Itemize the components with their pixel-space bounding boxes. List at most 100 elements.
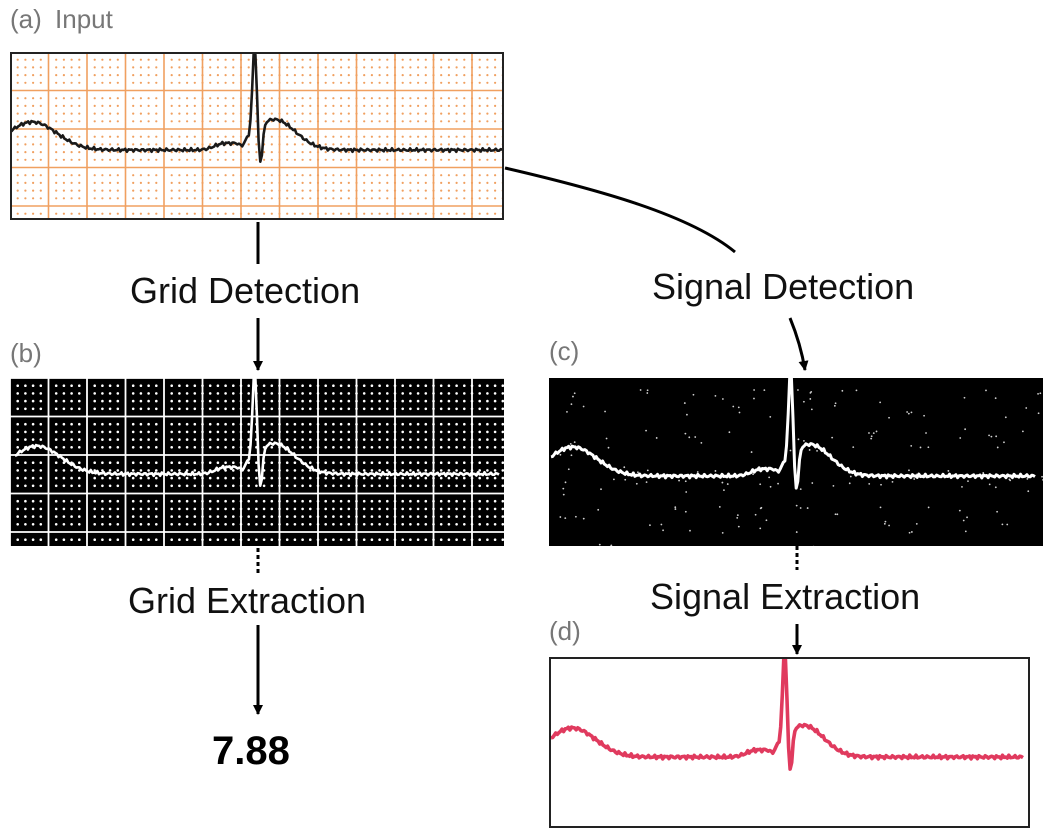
grid-dot	[401, 507, 405, 511]
grid-dot	[409, 81, 412, 84]
noise-dot	[988, 483, 991, 486]
grid-dot	[224, 120, 227, 123]
grid-dot	[378, 461, 381, 464]
grid-dot	[16, 97, 19, 100]
grid-dot	[463, 515, 466, 518]
grid-dot	[78, 422, 81, 426]
grid-dot	[409, 104, 412, 107]
grid-dot	[147, 174, 150, 177]
noise-dot	[623, 466, 626, 469]
noise-dot	[692, 393, 695, 396]
noise-dot	[694, 436, 697, 438]
grid-dot	[101, 384, 104, 387]
grid-dot	[332, 438, 335, 441]
grid-dot	[470, 476, 474, 480]
grid-dot	[393, 197, 397, 200]
grid-dot	[255, 484, 258, 488]
grid-dot	[155, 499, 158, 503]
grid-dot	[232, 174, 235, 177]
grid-dot	[62, 74, 65, 77]
grid-dot	[224, 384, 227, 387]
grid-dot	[324, 399, 328, 403]
grid-dot	[440, 174, 443, 177]
grid-dot	[232, 507, 235, 511]
grid-dot	[370, 66, 373, 69]
grid-dot	[309, 523, 312, 526]
grid-dot	[324, 438, 328, 441]
grid-dot	[70, 58, 73, 61]
grid-dot	[247, 399, 250, 403]
grid-dot	[486, 212, 489, 215]
grid-dot	[293, 151, 296, 154]
grid-dot	[132, 74, 135, 77]
grid-dot	[455, 174, 458, 177]
grid-dot	[224, 66, 227, 69]
grid-dot	[24, 174, 27, 177]
grid-dot	[201, 151, 204, 154]
grid-dot	[378, 438, 381, 441]
grid-dot	[232, 158, 235, 161]
grid-dot	[293, 507, 297, 511]
grid-dot	[316, 74, 320, 77]
grid-dot	[31, 392, 35, 395]
grid-dot	[409, 58, 412, 61]
grid-dot	[216, 135, 219, 138]
grid-dot	[116, 476, 120, 480]
grid-dot	[101, 143, 104, 146]
grid-dot	[108, 392, 112, 395]
grid-dot	[186, 97, 189, 100]
grid-dot	[386, 515, 389, 518]
grid-dot	[255, 538, 258, 541]
grid-dot	[463, 446, 466, 449]
grid-dot	[208, 484, 212, 488]
grid-dot	[209, 74, 212, 77]
noise-dot	[649, 524, 651, 527]
grid-dot	[455, 143, 458, 146]
grid-dot	[132, 112, 135, 115]
grid-dot	[401, 515, 405, 518]
grid-dot	[132, 58, 135, 61]
grid-dot	[486, 507, 489, 511]
grid-dot	[316, 407, 320, 411]
grid-dot	[347, 197, 350, 200]
grid-dot	[386, 189, 389, 192]
grid-dot	[347, 407, 351, 411]
grid-dot	[116, 97, 119, 100]
grid-dot	[109, 174, 112, 177]
grid-dot	[339, 499, 343, 503]
grid-dot	[239, 499, 243, 503]
noise-dot	[870, 437, 873, 440]
grid-dot	[293, 143, 296, 146]
grid-dot	[239, 135, 243, 138]
grid-dot	[278, 189, 281, 192]
noise-dot	[910, 531, 913, 533]
grid-dot	[270, 523, 274, 526]
grid-dot	[332, 399, 335, 403]
grid-dot	[155, 81, 158, 84]
grid-dot	[409, 399, 412, 403]
grid-dot	[386, 181, 389, 184]
grid-dot	[139, 74, 142, 77]
noise-dot	[1006, 523, 1009, 526]
grid-dot	[301, 120, 304, 123]
grid-dot	[93, 484, 96, 488]
grid-dot	[147, 181, 150, 184]
grid-dot	[416, 461, 420, 464]
grid-dot	[355, 74, 358, 77]
grid-dot	[147, 81, 150, 84]
grid-dot	[131, 422, 135, 426]
noise-dot	[753, 389, 756, 391]
grid-dot	[39, 392, 43, 395]
grid-dot	[147, 135, 150, 138]
grid-dot	[262, 499, 266, 503]
grid-dot	[424, 407, 428, 411]
grid-dot	[186, 174, 189, 177]
grid-dot	[417, 104, 420, 107]
grid-dot	[340, 74, 343, 77]
grid-dot	[224, 189, 227, 192]
noise-dot	[915, 523, 918, 525]
grid-dot	[316, 461, 320, 464]
grid-dot	[170, 476, 173, 480]
grid-dot	[16, 104, 19, 107]
grid-dot	[409, 507, 412, 511]
